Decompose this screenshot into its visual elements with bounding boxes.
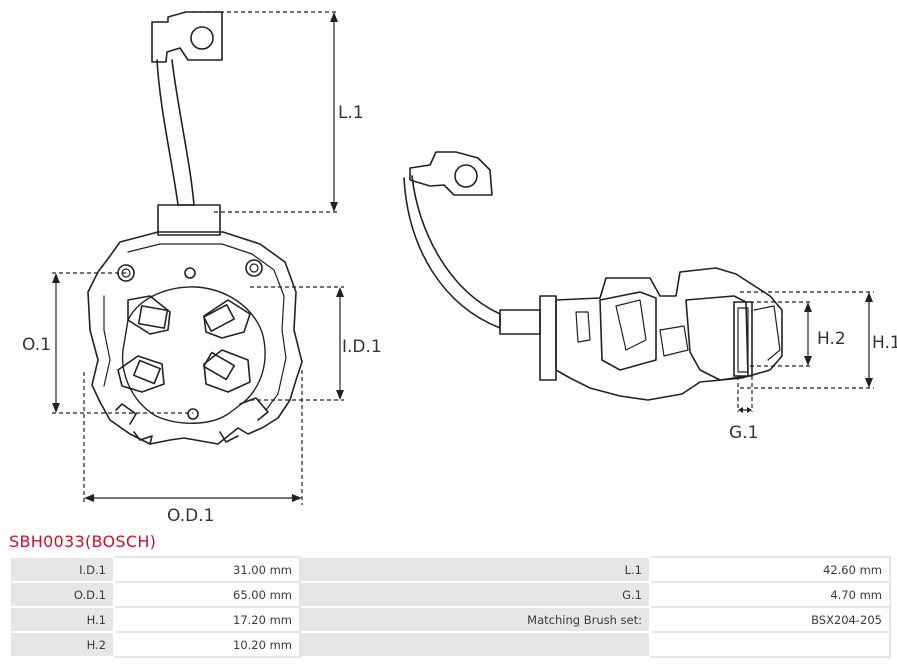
brush-holder-top-view — [87, 11, 303, 445]
lead-wire-right — [403, 175, 501, 329]
spec-value: 17.20 mm — [113, 606, 301, 633]
technical-drawing: L.1 O.1 I.D.1 O.D.1 H.2 H.1 G.1 — [22, 11, 897, 526]
dim-label-id1: I.D.1 — [342, 337, 382, 357]
terminal-tab-right — [409, 151, 493, 196]
spec-label: H.1 — [9, 606, 115, 633]
spec-label: L.1 — [299, 556, 651, 583]
part-title: SBH0033(BOSCH) — [9, 532, 157, 551]
spec-value — [649, 631, 891, 658]
dim-label-l1: L.1 — [338, 103, 364, 123]
terminal-tab-left — [151, 11, 223, 63]
brush-pockets — [117, 295, 251, 393]
plate-outline — [87, 231, 303, 445]
dimension-arrowheads — [52, 12, 873, 502]
brush-holder-side-view — [403, 151, 783, 401]
lead-wire-left — [156, 59, 195, 206]
spec-label: H.2 — [9, 631, 115, 658]
table-row: O.D.1 65.00 mm G.1 4.70 mm — [9, 581, 891, 608]
spec-label: O.D.1 — [9, 581, 115, 608]
table-row: I.D.1 31.00 mm L.1 42.60 mm — [9, 556, 891, 583]
spec-value: 10.20 mm — [113, 631, 301, 658]
dim-label-od1: O.D.1 — [167, 506, 214, 526]
table-row: H.2 10.20 mm — [9, 631, 891, 658]
dim-label-h2: H.2 — [817, 329, 846, 349]
dim-label-h1: H.1 — [872, 333, 897, 353]
spec-value: 42.60 mm — [649, 556, 891, 583]
spec-value: BSX204-205 — [649, 606, 891, 633]
spec-label: G.1 — [299, 581, 651, 608]
spec-label — [299, 631, 651, 658]
spec-value: 65.00 mm — [113, 581, 301, 608]
spec-value: 4.70 mm — [649, 581, 891, 608]
extension-lines — [52, 11, 874, 505]
spec-label: I.D.1 — [9, 556, 115, 583]
dim-label-o1: O.1 — [22, 335, 51, 355]
spec-label: Matching Brush set: — [299, 606, 651, 633]
dim-label-g1: G.1 — [729, 423, 758, 443]
spec-table: I.D.1 31.00 mm L.1 42.60 mm O.D.1 65.00 … — [9, 556, 891, 658]
spec-value: 31.00 mm — [113, 556, 301, 583]
table-row: H.1 17.20 mm Matching Brush set: BSX204-… — [9, 606, 891, 633]
